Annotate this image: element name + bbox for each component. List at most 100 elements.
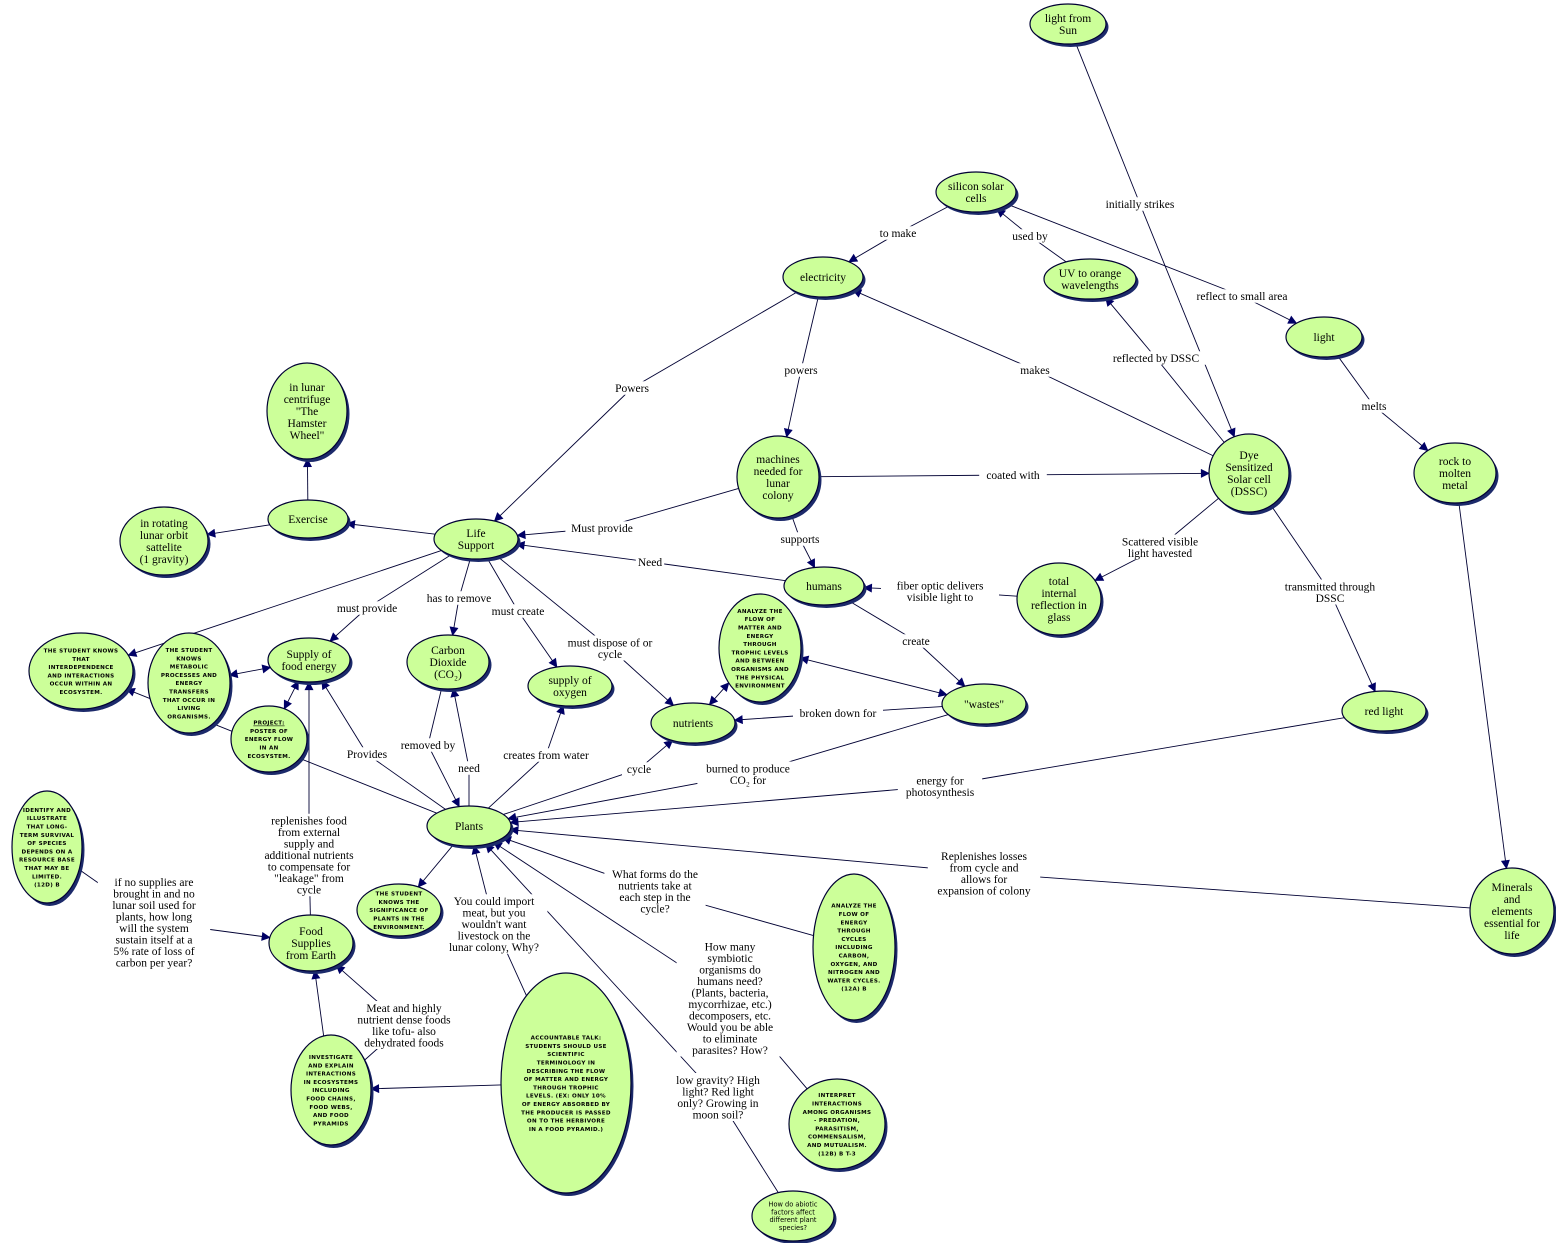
node-bubble[interactable] <box>650 702 736 744</box>
node-label-line: OF ENERGY ABSORBED BY <box>522 1102 611 1108</box>
node-label-line: INTERDEPENDENCE <box>48 665 113 671</box>
node-humans[interactable]: humans <box>783 566 867 608</box>
node-bubble[interactable] <box>11 790 83 904</box>
link-label-line: from external <box>278 827 340 839</box>
node-bubble[interactable] <box>406 634 490 690</box>
node-bubble[interactable] <box>718 593 802 703</box>
node-bubble[interactable] <box>230 705 308 773</box>
node-label-line: IN ECOSYSTEMS <box>304 1080 359 1086</box>
node-label-line: POSTER OF <box>250 729 288 735</box>
node-bubble[interactable] <box>527 665 613 707</box>
node-exercise[interactable]: Exercise <box>267 499 351 541</box>
node-bubble[interactable] <box>147 632 231 734</box>
edge-powers-out <box>783 369 802 438</box>
node-bubble[interactable] <box>783 566 865 606</box>
node-accountable-talk[interactable]: ACCOUNTABLE TALK:STUDENTS SHOULD USESCIE… <box>500 972 634 1196</box>
link-label-line: reflected by DSSC <box>1113 353 1200 365</box>
node-label-line: IDENTIFY AND <box>23 808 71 814</box>
node-wastes[interactable]: "wastes" <box>941 683 1029 727</box>
node-bubble[interactable] <box>290 1034 372 1146</box>
node-plants[interactable]: Plants <box>426 805 514 849</box>
node-label-line: colony <box>762 490 794 502</box>
node-bubble[interactable] <box>266 362 348 460</box>
node-bubble[interactable] <box>782 256 864 298</box>
node-bubble[interactable] <box>751 1190 835 1242</box>
edge-powers-in <box>800 296 819 371</box>
link-label-line: low gravity? High <box>676 1075 760 1087</box>
node-red-light[interactable]: red light <box>1341 690 1429 734</box>
link-label-line: cycle? <box>640 903 669 915</box>
node-bubble[interactable] <box>1208 433 1290 513</box>
link-label-line: visible light to <box>907 592 974 604</box>
node-bubble[interactable] <box>941 683 1027 725</box>
link-label-line: livestock on the <box>458 931 531 943</box>
node-bubble[interactable] <box>433 518 519 560</box>
node-bubble[interactable] <box>267 499 349 539</box>
node-bubble[interactable] <box>119 506 209 576</box>
node-label-line: PYRAMIDS <box>313 1121 349 1127</box>
node-bubble[interactable] <box>500 972 632 1194</box>
link-label-line: DSSC <box>1316 593 1345 605</box>
link-label-reflect-small-area: reflect to small area <box>1180 289 1304 303</box>
node-label-line: AMONG ORGANISMS <box>803 1110 872 1116</box>
link-label-line: plants, how long <box>116 911 193 923</box>
link-label-background <box>1180 289 1304 303</box>
node-label-line: TROPHIC LEVELS <box>731 650 788 656</box>
node-bubble[interactable] <box>268 914 354 972</box>
link-label-line: powers <box>784 365 818 377</box>
node-label-line: Plants <box>455 821 484 833</box>
node-label-line: Supplies <box>291 938 331 950</box>
node-bubble[interactable] <box>788 1078 886 1170</box>
node-light[interactable]: light <box>1285 316 1365 360</box>
node-bubble[interactable] <box>267 637 351 683</box>
node-std-interdependence[interactable]: THE STUDENT KNOWSTHATINTERDEPENDENCEAND … <box>28 632 136 712</box>
node-electricity[interactable]: electricity <box>782 256 866 300</box>
node-bubble[interactable] <box>1029 3 1107 45</box>
node-bubble[interactable] <box>426 805 512 847</box>
node-bubble[interactable] <box>28 632 134 710</box>
node-bubble[interactable] <box>1043 258 1137 300</box>
node-bubble[interactable] <box>356 883 442 937</box>
node-label-line: Exercise <box>288 514 328 526</box>
node-bubble[interactable] <box>1285 316 1363 358</box>
edge-energy-for-photosynthesis-in <box>939 717 1345 787</box>
node-bubble[interactable] <box>1341 690 1427 732</box>
node-nutrients[interactable]: nutrients <box>650 702 738 746</box>
node-label-line: THE PHYSICAL <box>736 675 785 681</box>
link-label-line: Provides <box>347 749 388 761</box>
link-label-line: light havested <box>1128 548 1192 560</box>
node-bubble[interactable] <box>812 873 896 1021</box>
node-bubble[interactable] <box>1413 442 1497 504</box>
node-bubble[interactable] <box>1469 867 1555 955</box>
link-label-background <box>454 761 484 775</box>
node-bubble[interactable] <box>1016 562 1102 636</box>
node-bubble[interactable] <box>736 435 820 519</box>
node-bubble[interactable] <box>935 171 1017 213</box>
